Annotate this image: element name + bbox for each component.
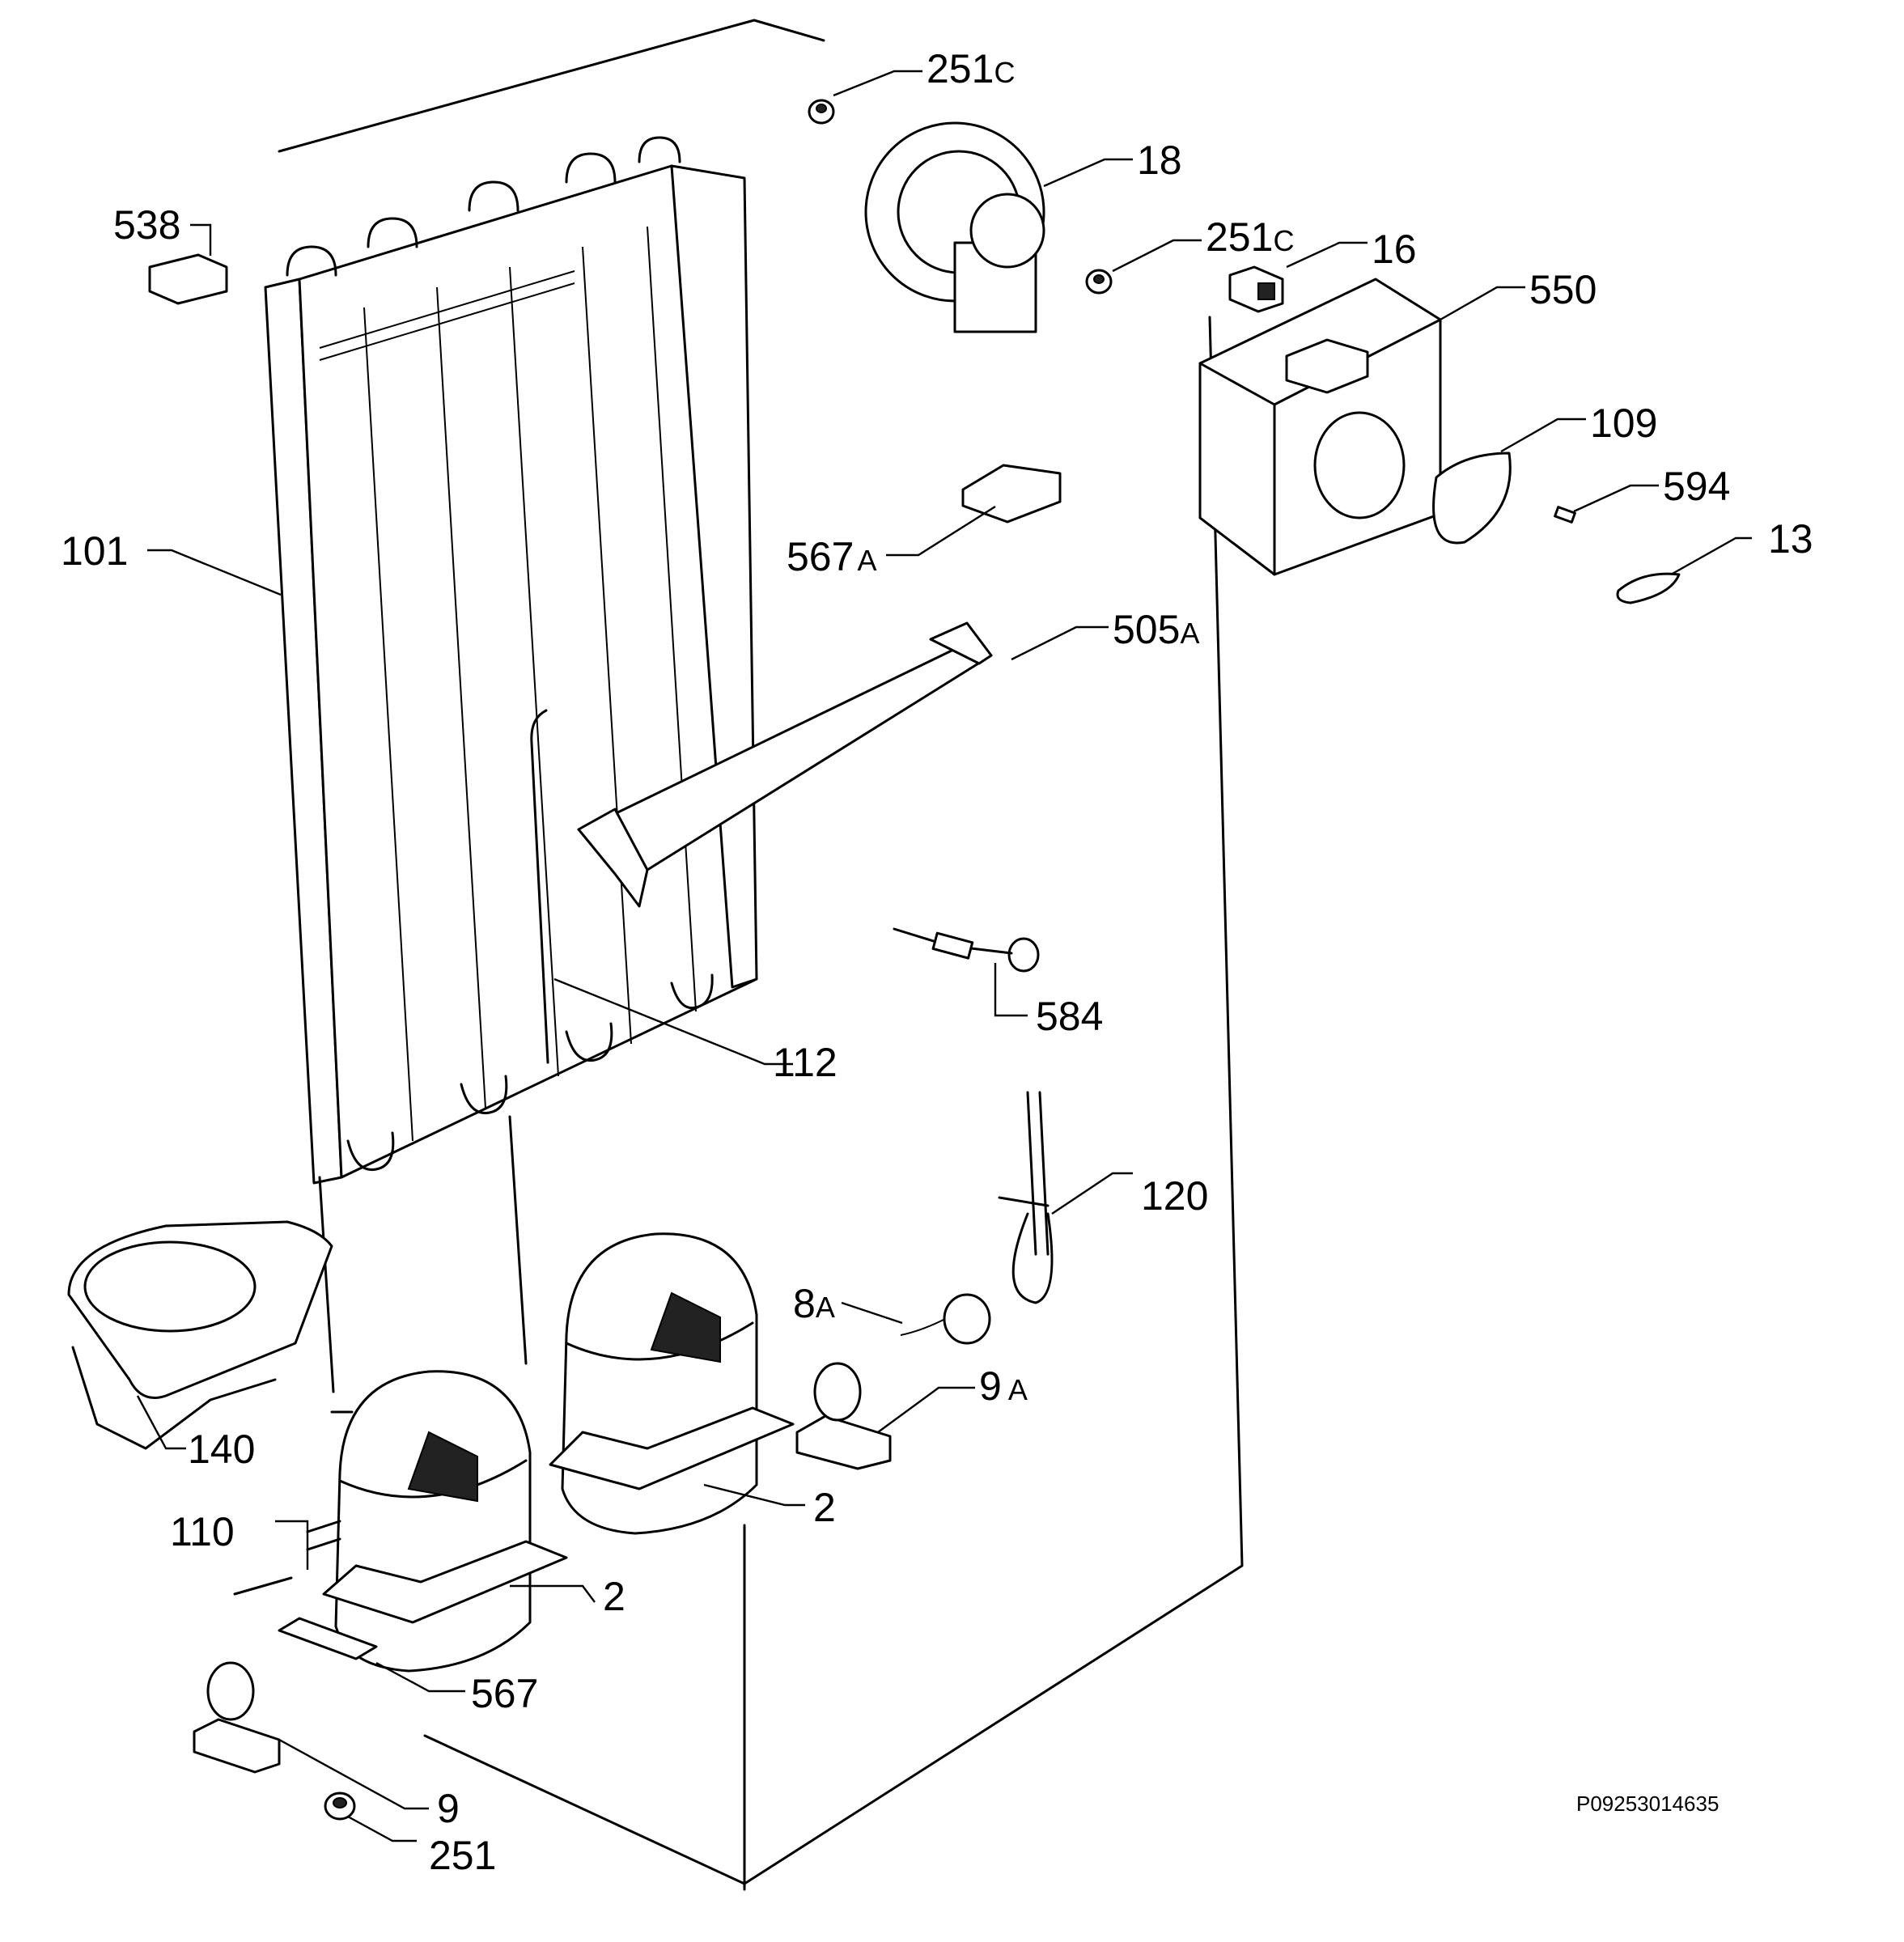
lamp-13 [1616, 572, 1681, 604]
bracket-9a [795, 1362, 892, 1470]
bulb-594 [1554, 506, 1576, 524]
callout-labels: 251C 18 538 251C 16 550 109 594 13 101 5… [61, 46, 1813, 1878]
cabinet-outline [278, 19, 1244, 1891]
fan-motor [864, 121, 1045, 333]
drip-tray [67, 1220, 333, 1450]
label-140: 140 [188, 1427, 255, 1472]
label-584: 584 [1036, 994, 1103, 1039]
svg-text:9A: 9A [979, 1363, 1028, 1409]
label-18: 18 [1137, 138, 1182, 183]
label-251: 251 [429, 1833, 496, 1878]
leader-lines [136, 70, 1752, 1842]
label-251c-top: 251 [927, 46, 994, 91]
compressor-left [322, 1370, 568, 1673]
bracket-9 [193, 1661, 281, 1774]
svg-text:251C: 251C [1206, 214, 1294, 260]
svg-text:505A: 505A [1113, 607, 1199, 652]
label-567a: 567 [787, 534, 854, 579]
label-8a: 8 [793, 1281, 816, 1326]
label-16: 16 [1372, 227, 1417, 272]
label-251c-mid: 251 [1206, 214, 1273, 260]
label-567: 567 [471, 1671, 538, 1716]
bar-505a [577, 621, 993, 908]
label-505a: 505 [1113, 607, 1180, 652]
drawing-code: P09253014635 [1576, 1791, 1719, 1816]
grommet-251 [324, 1791, 356, 1821]
lamp-cover-109 [1432, 452, 1512, 545]
label-13: 13 [1768, 516, 1813, 562]
label-9a-suffix: A [1008, 1373, 1028, 1406]
switch-16 [1228, 265, 1284, 313]
label-110: 110 [170, 1509, 235, 1554]
label-8a-suffix: A [816, 1291, 835, 1324]
label-538: 538 [113, 202, 180, 248]
label-9: 9 [437, 1786, 460, 1831]
filter-drier-wiring [998, 1091, 1054, 1304]
svg-text:251C: 251C [927, 46, 1015, 91]
label-9a: 9 [979, 1363, 1002, 1409]
svg-text:8A: 8A [793, 1281, 835, 1326]
label-2-left: 2 [603, 1574, 625, 1619]
sensor-584 [893, 927, 1040, 973]
mounting-plate [278, 1617, 378, 1660]
label-112: 112 [773, 1040, 838, 1085]
label-101: 101 [61, 528, 128, 574]
holder-567a [961, 464, 1062, 524]
overload-relay [900, 1293, 991, 1345]
label-251c-top-suffix: C [994, 56, 1015, 89]
label-505a-suffix: A [1180, 617, 1199, 650]
label-550: 550 [1529, 267, 1597, 312]
grommet-251c-top [808, 99, 835, 125]
compressor-right [549, 1232, 795, 1535]
housing-550 [1198, 278, 1442, 576]
condenser-coil [264, 136, 758, 1393]
label-594: 594 [1663, 464, 1730, 509]
pins [233, 1520, 341, 1596]
connector-538 [148, 253, 228, 305]
label-120: 120 [1141, 1173, 1208, 1219]
label-2-right: 2 [813, 1485, 836, 1530]
grommet-251c-mid [1085, 269, 1113, 295]
label-251c-mid-suffix: C [1273, 224, 1294, 257]
label-567a-suffix: A [857, 544, 876, 577]
label-109: 109 [1590, 401, 1657, 446]
